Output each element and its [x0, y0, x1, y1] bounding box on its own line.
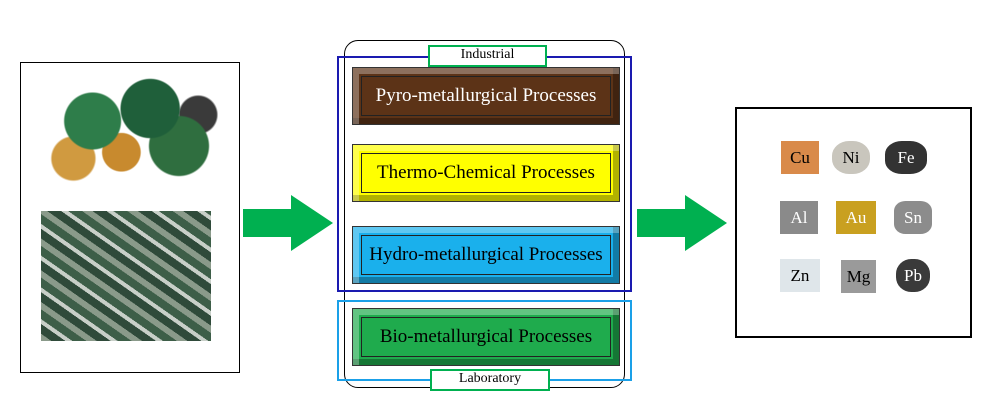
metal-au: Au	[836, 201, 876, 234]
cpu-chips-image	[41, 211, 211, 341]
process-label: Pyro-metallurgical Processes	[375, 85, 597, 106]
metal-ni: Ni	[832, 141, 870, 174]
laboratory-label: Laboratory	[430, 369, 550, 391]
industrial-label: Industrial	[428, 45, 547, 67]
process-label: Thermo-Chemical Processes	[377, 162, 595, 183]
metal-fe: Fe	[885, 141, 927, 174]
hydro-metallurgical-box: Hydro-metallurgical Processes	[352, 226, 620, 284]
process-label: Bio-metallurgical Processes	[379, 326, 593, 347]
arrow-right-icon	[637, 195, 727, 251]
metal-zn: Zn	[780, 259, 820, 292]
thermo-chemical-box: Thermo-Chemical Processes	[352, 144, 620, 202]
metal-al: Al	[780, 201, 818, 234]
process-label: Hydro-metallurgical Processes	[369, 244, 603, 265]
metal-mg: Mg	[841, 260, 876, 293]
metal-sn: Sn	[894, 201, 932, 234]
e-waste-panel	[20, 62, 240, 373]
bio-metallurgical-box: Bio-metallurgical Processes	[352, 308, 620, 366]
circuit-boards-image	[35, 71, 227, 196]
metals-panel: Cu Ni Fe Al Au Sn Zn Mg Pb	[735, 107, 972, 338]
metal-cu: Cu	[781, 141, 819, 174]
metal-pb: Pb	[896, 259, 930, 292]
arrow-right-icon	[243, 195, 333, 251]
pyro-metallurgical-box: Pyro-metallurgical Processes	[352, 67, 620, 125]
